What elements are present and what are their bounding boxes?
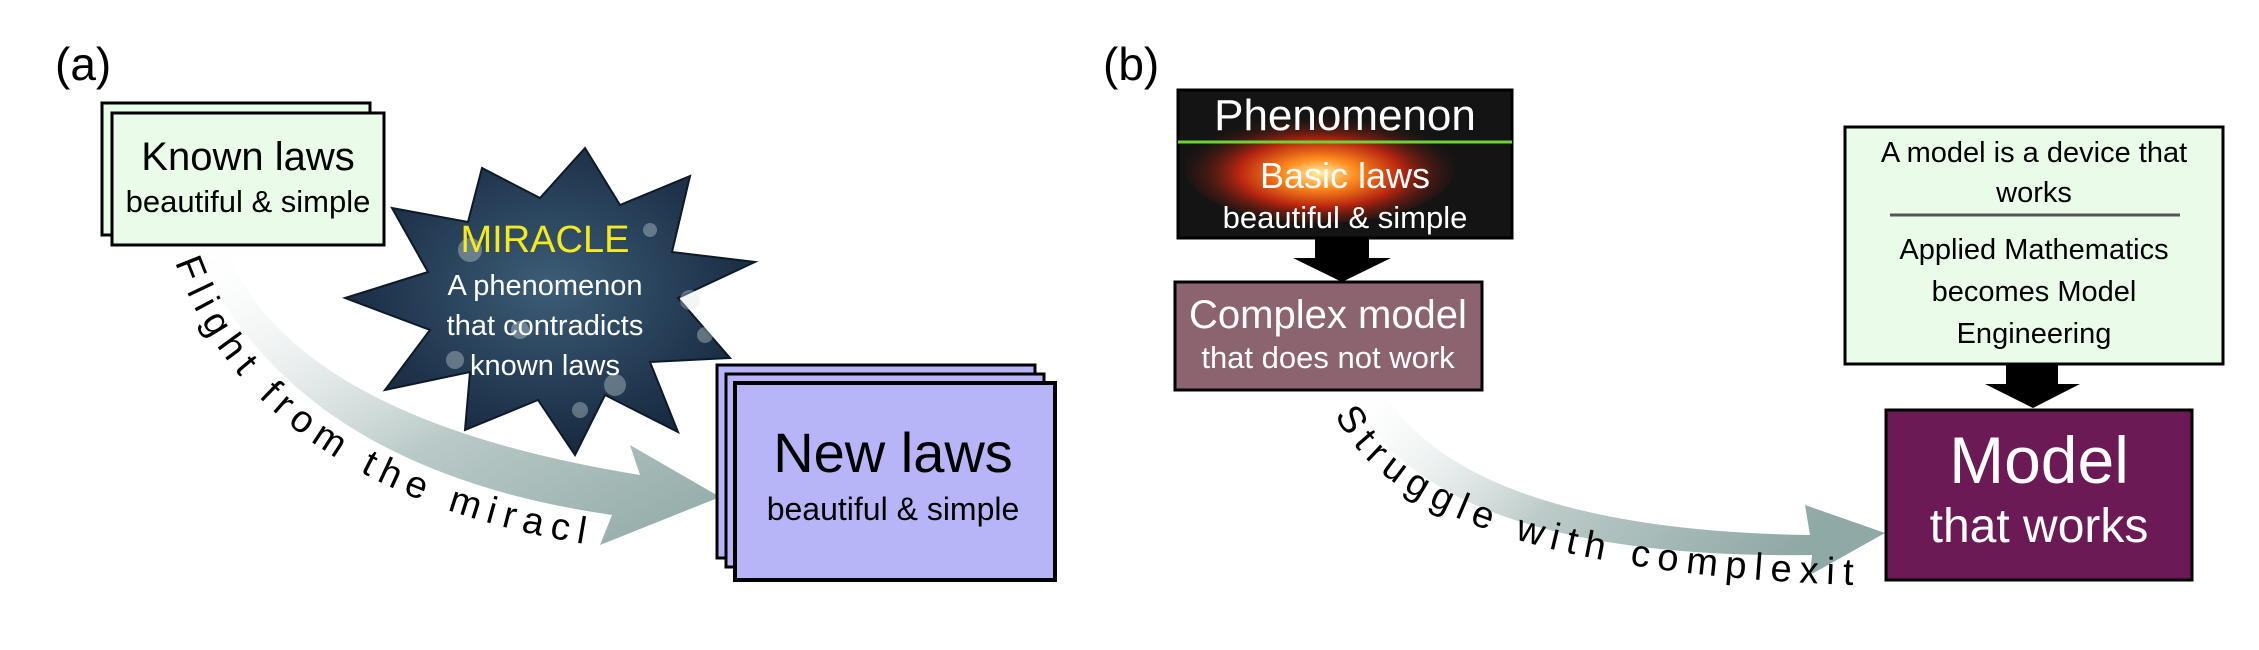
new-laws-box: New laws beautiful & simple [715, 363, 1057, 582]
model-box: Model that works [1884, 408, 2194, 582]
note-bottom-line-1: Applied Mathematics [1899, 234, 2168, 266]
flow-arrow-a [200, 255, 720, 545]
note-bottom-line-3: Engineering [1957, 318, 2112, 350]
note-bottom-line-2: becomes Model [1932, 276, 2137, 308]
miracle-line-1: A phenomenon [447, 270, 642, 302]
known-laws-subtitle: beautiful & simple [126, 184, 371, 219]
model-subtitle: that works [1930, 500, 2149, 553]
miracle-line-2: that contradicts [447, 310, 644, 342]
complex-model-title: Complex model [1189, 293, 1467, 337]
phenomenon-box: Phenomenon Basic laws beautiful & simple [1176, 88, 1514, 240]
new-laws-title: New laws [773, 421, 1013, 484]
phenomenon-line-2: beautiful & simple [1223, 200, 1468, 235]
known-laws-box: Known laws beautiful & simple [100, 101, 386, 247]
complex-model-subtitle: that does not work [1201, 340, 1455, 375]
note-top-line-2: works [1995, 177, 2072, 209]
panel-a-label: (a) [55, 38, 111, 90]
phenomenon-title: Phenomenon [1214, 91, 1476, 140]
note-top-line-1: A model is a device that [1881, 137, 2187, 169]
panel-b-label: (b) [1103, 38, 1159, 90]
model-title: Model [1949, 423, 2129, 497]
note-box: A model is a device that works Applied M… [1843, 125, 2225, 366]
bokeh-lights [446, 223, 713, 418]
known-laws-title: Known laws [141, 135, 354, 179]
new-laws-subtitle: beautiful & simple [767, 491, 1020, 527]
phenomenon-line-1: Basic laws [1260, 155, 1430, 196]
down-arrow-2 [1985, 364, 2080, 408]
down-arrow-1 [1293, 238, 1391, 282]
miracle-title: MIRACLE [461, 219, 630, 261]
miracle-line-3: known laws [470, 350, 620, 382]
miracle-burst: MIRACLE A phenomenon that contradicts kn… [341, 146, 759, 457]
complex-model-box: Complex model that does not work [1173, 280, 1484, 392]
flow-arrow-b [1352, 400, 1885, 575]
